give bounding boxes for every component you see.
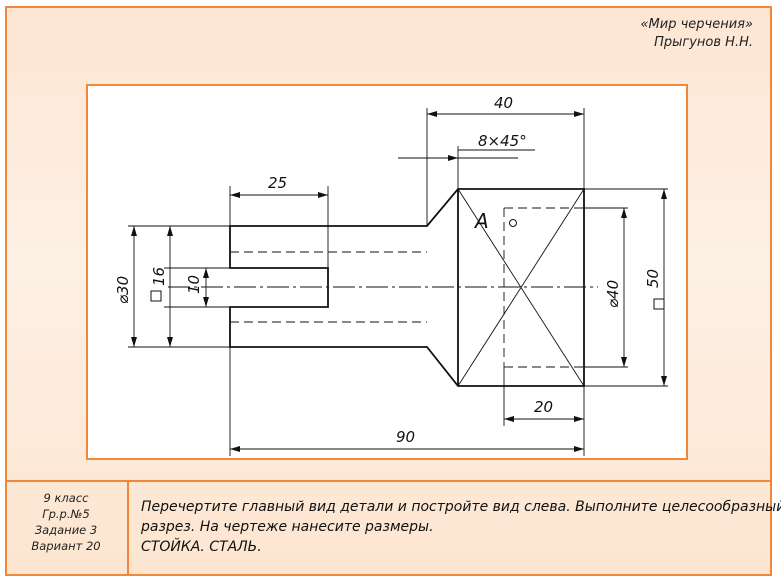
task-line-2: разрез. На чертеже нанесите размеры.: [141, 519, 434, 535]
dim-40-top: 40: [494, 94, 513, 112]
dimension-lines: [131, 111, 667, 452]
author-block: «Мир черчения» Прыгунов Н.Н.: [641, 16, 753, 52]
dim-40-dia: ⌀40: [604, 280, 622, 308]
extension-lines: [128, 108, 668, 456]
task-line-3: СТОЙКА. СТАЛЬ.: [141, 539, 262, 555]
dim-10: 10: [185, 275, 203, 294]
dim-16: 16: [150, 267, 168, 286]
author-name: Прыгунов Н.Н.: [654, 35, 753, 50]
flat-face-diagonals: [457, 188, 585, 387]
grade-label: 9 класс: [43, 491, 89, 505]
task-number-label: Задание 3: [34, 523, 98, 537]
group-label: Гр.р.№5: [42, 507, 90, 521]
dim-90: 90: [396, 428, 415, 446]
author-title: «Мир черчения»: [640, 17, 753, 32]
task-line-1: Перечертите главный вид детали и построй…: [141, 499, 781, 515]
dim-25: 25: [268, 174, 287, 192]
marker-a-circle: [509, 219, 517, 227]
task-description: Перечертите главный вид детали и построй…: [141, 497, 781, 557]
technical-drawing: A 40 8×45° 25 ⌀30 16 10 ⌀40 50 20 90: [86, 84, 688, 460]
marker-a: A: [473, 209, 489, 233]
dim-chamfer: 8×45°: [478, 132, 527, 150]
hidden-lines: [230, 207, 584, 368]
dim-20: 20: [534, 398, 553, 416]
part-outline: [229, 188, 585, 387]
drawing-canvas: A 40 8×45° 25 ⌀30 16 10 ⌀40 50 20 90: [114, 94, 668, 456]
info-bar: 9 класс Гр.р.№5 Задание 3 Вариант 20 Пер…: [5, 480, 781, 576]
dim-30: ⌀30: [114, 276, 132, 304]
square-symbols: [150, 290, 665, 310]
dim-50: 50: [644, 269, 662, 288]
variant-label: Вариант 20: [31, 539, 101, 553]
student-info: 9 класс Гр.р.№5 Задание 3 Вариант 20: [5, 482, 129, 576]
